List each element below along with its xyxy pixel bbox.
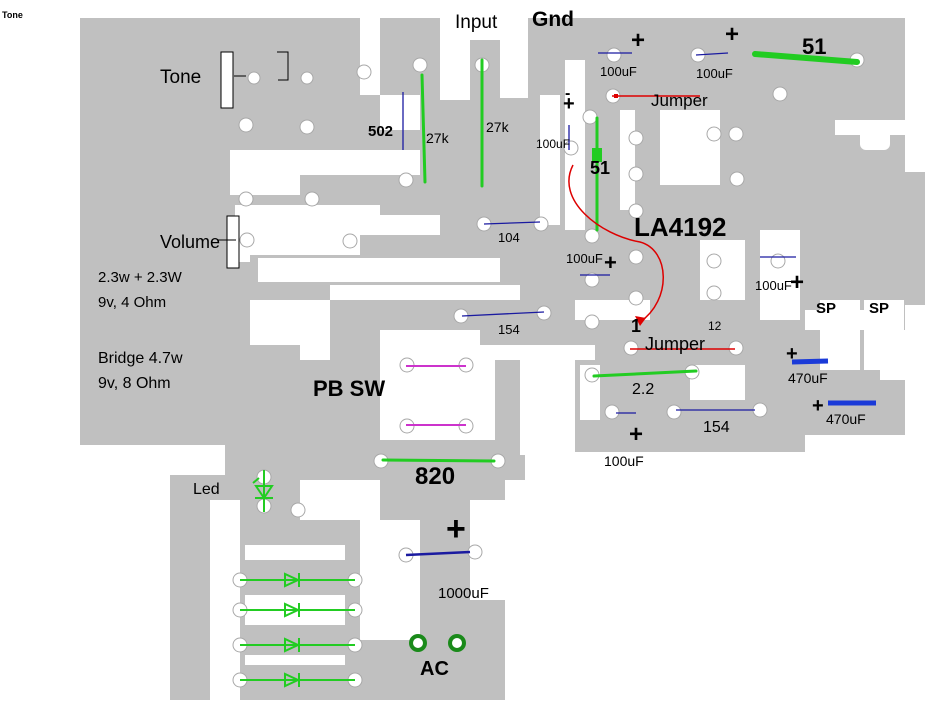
jumper-red-wire <box>568 164 664 323</box>
cap-1000uf <box>405 550 471 557</box>
capacitors-thin <box>402 52 796 414</box>
bridge-diodes <box>240 572 355 688</box>
pb-sw-label: PB SW <box>313 376 385 401</box>
c154-a-label: 154 <box>498 322 520 337</box>
pcb-gaps <box>74 18 905 700</box>
jumper-top-label: Jumper <box>651 91 708 110</box>
led-label: Led <box>193 481 220 498</box>
corner-label: Tone <box>2 10 23 20</box>
r820-label: 820 <box>415 463 455 490</box>
plus-sign: + <box>629 421 643 448</box>
pin-1-label: 1 <box>631 316 641 336</box>
c100-top1-label: 100uF <box>600 64 637 79</box>
diode-2 <box>240 602 355 618</box>
cap-470uf-a <box>791 358 829 365</box>
resistor-2-2 <box>592 369 698 378</box>
c100-top2-label: 100uF <box>696 66 733 81</box>
jumper-mid-label: Jumper <box>645 334 705 354</box>
plus-sign: + <box>631 27 645 54</box>
led-diode <box>252 470 274 512</box>
c470-b-label: 470uF <box>826 411 866 427</box>
sp-right-label: SP <box>869 300 889 317</box>
spec-line-2: 9v, 4 Ohm <box>98 294 166 311</box>
polarity-marks: + + + + + + + + + - <box>446 21 824 548</box>
c470-a-label: 470uF <box>788 370 828 386</box>
plus-sign: + <box>812 395 824 417</box>
volume-pot <box>218 215 240 269</box>
r51-mid-label: 51 <box>590 158 610 178</box>
c100-mid-label: 100uF <box>566 251 603 266</box>
pads <box>232 47 865 688</box>
c154-b-label: 154 <box>703 419 730 436</box>
r2-2-label: 2.2 <box>632 381 654 398</box>
jumper-arrow-icon <box>635 316 646 326</box>
resistor-820 <box>381 458 496 463</box>
plus-sign: + <box>446 510 466 548</box>
spec-line-3: Bridge 4.7w <box>98 350 183 367</box>
c100-left-label: 100uF <box>536 137 570 151</box>
tone-pot <box>220 51 289 109</box>
diode-4 <box>240 672 355 688</box>
r51-top-label: 51 <box>802 34 826 59</box>
resistor-51-body <box>592 148 602 162</box>
r502-label: 502 <box>368 123 393 140</box>
gnd-label: Gnd <box>532 8 574 31</box>
chip-label: LA4192 <box>634 212 727 242</box>
diode-1 <box>240 572 355 588</box>
minus-sign: - <box>565 85 570 102</box>
plus-sign: + <box>790 269 804 296</box>
c100-bottom-label: 100uF <box>604 453 644 469</box>
volume-label: Volume <box>160 232 220 252</box>
input-label: Input <box>455 12 498 33</box>
spec-line-1: 2.3w + 2.3W <box>98 269 183 286</box>
r27k-a-label: 27k <box>426 130 450 146</box>
pb-switch <box>406 365 466 426</box>
spec-line-4: 9v, 8 Ohm <box>98 375 171 392</box>
jumpers <box>568 95 735 350</box>
pin-12-label: 12 <box>708 319 722 333</box>
cap-154-a <box>461 311 545 317</box>
capacitors-electrolytic <box>791 358 876 406</box>
ac-label: AC <box>420 658 449 680</box>
resistor-27k-a <box>420 73 427 184</box>
cap-100uf-top2 <box>695 52 729 56</box>
cap-104 <box>483 221 541 225</box>
c1000-label: 1000uF <box>438 585 489 602</box>
ac-pad-2 <box>448 634 466 652</box>
diode-3 <box>240 637 355 653</box>
c104-label: 104 <box>498 230 520 245</box>
plus-sign: + <box>563 93 575 115</box>
resistors <box>381 58 698 463</box>
plus-sign: + <box>604 250 617 275</box>
ac-terminals <box>409 634 466 652</box>
resistor-51-top <box>752 51 860 65</box>
ac-pad-1 <box>409 634 427 652</box>
plus-sign: + <box>725 21 739 48</box>
sp-left-label: SP <box>816 300 836 317</box>
jumper-dot <box>614 94 618 98</box>
c100-right-label: 100uF <box>755 278 792 293</box>
tone-label: Tone <box>160 67 201 88</box>
plus-sign: + <box>786 343 798 365</box>
r27k-b-label: 27k <box>486 119 510 135</box>
